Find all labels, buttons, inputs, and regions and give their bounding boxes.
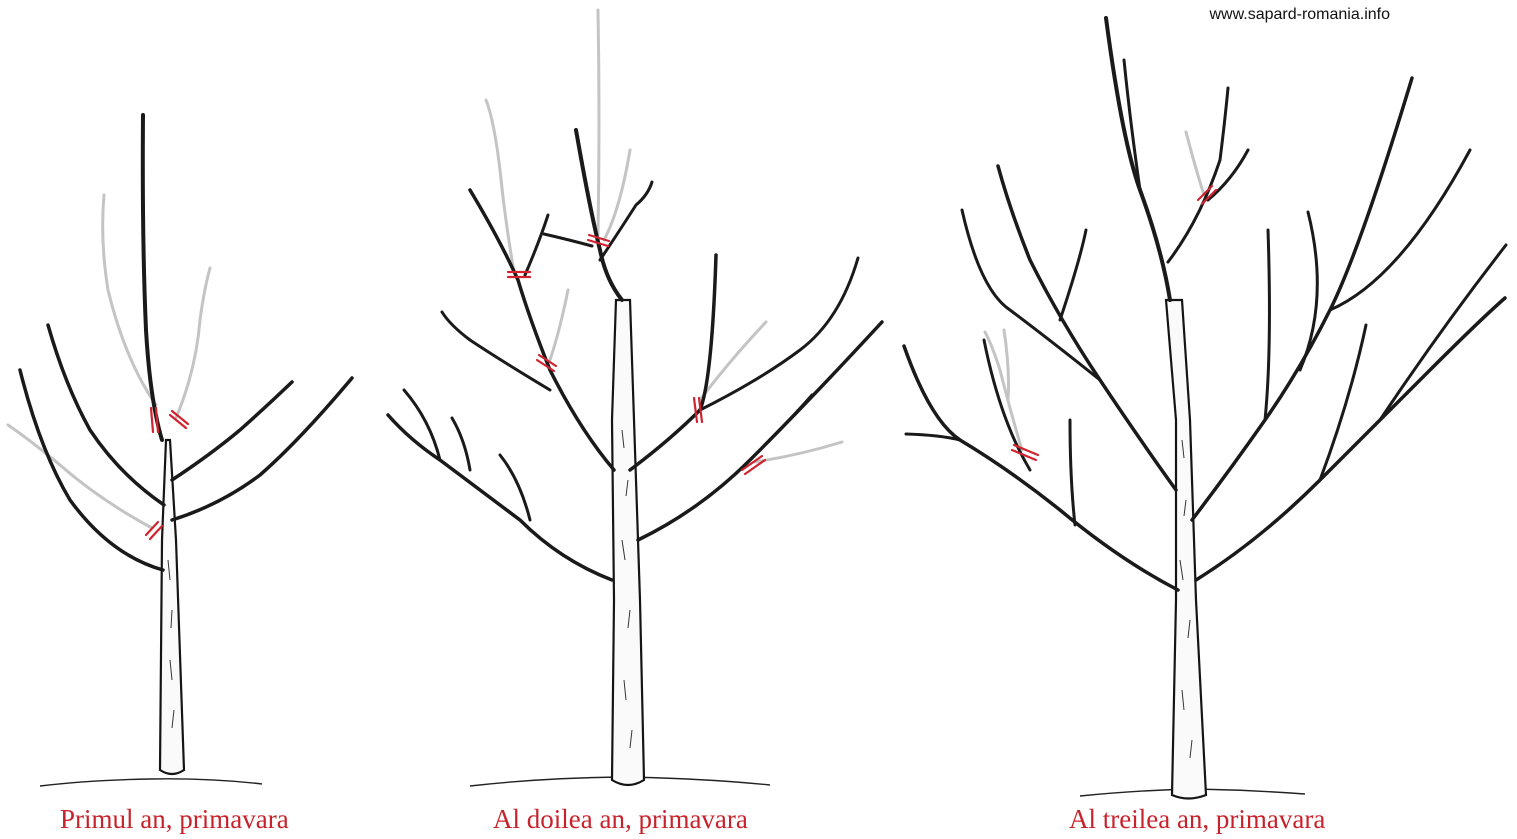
- scaffold-branch: [388, 415, 612, 580]
- sub-branch: [452, 418, 470, 470]
- pruned-shoot: [755, 442, 842, 462]
- caption-year-2: Al doilea an, primavara: [493, 804, 748, 835]
- caption-year-1: Primul an, primavara: [60, 804, 289, 835]
- trunk: [612, 300, 644, 785]
- tree-year-3: [904, 18, 1506, 799]
- scaffold-branch: [904, 346, 1178, 590]
- sub-branch: [962, 210, 1100, 380]
- pruned-shoot: [604, 150, 630, 240]
- sub-branch: [1330, 150, 1470, 310]
- cut-marks: [508, 235, 765, 474]
- leader-shoot: [600, 182, 652, 260]
- sub-branch: [760, 395, 812, 450]
- scaffold-branch: [630, 255, 716, 470]
- scaffold-branch: [20, 370, 163, 570]
- sub-branch: [1265, 230, 1269, 420]
- ground-line: [40, 779, 262, 786]
- central-leader: [1106, 18, 1170, 300]
- sub-branch: [1070, 420, 1075, 525]
- pruned-shoot: [1186, 132, 1204, 195]
- sub-branch: [700, 258, 858, 410]
- pruned-shoot: [176, 268, 210, 418]
- cut-mark: [156, 408, 158, 432]
- scaffold-branch: [1192, 78, 1412, 520]
- sub-branch: [1300, 212, 1317, 370]
- sub-branch: [1060, 230, 1086, 320]
- tree-year-1: [8, 115, 352, 786]
- scaffold-branch: [1196, 298, 1505, 580]
- sub-branch: [1380, 245, 1506, 420]
- trunk: [1166, 300, 1206, 799]
- cut-mark: [694, 398, 697, 422]
- leader-shoot: [544, 234, 592, 246]
- caption-year-3: Al treilea an, primavara: [1069, 804, 1325, 835]
- pruned-shoot: [985, 332, 1022, 450]
- sub-branch: [404, 390, 440, 460]
- pruned-shoot: [598, 10, 599, 235]
- cut-mark: [151, 408, 153, 432]
- pruned-shoot: [550, 290, 568, 360]
- tree-year-2: [388, 10, 882, 786]
- scaffold-branch: [172, 382, 292, 480]
- scaffold-branch: [638, 322, 882, 540]
- scaffold-branch: [172, 378, 352, 520]
- sub-branch: [525, 215, 548, 275]
